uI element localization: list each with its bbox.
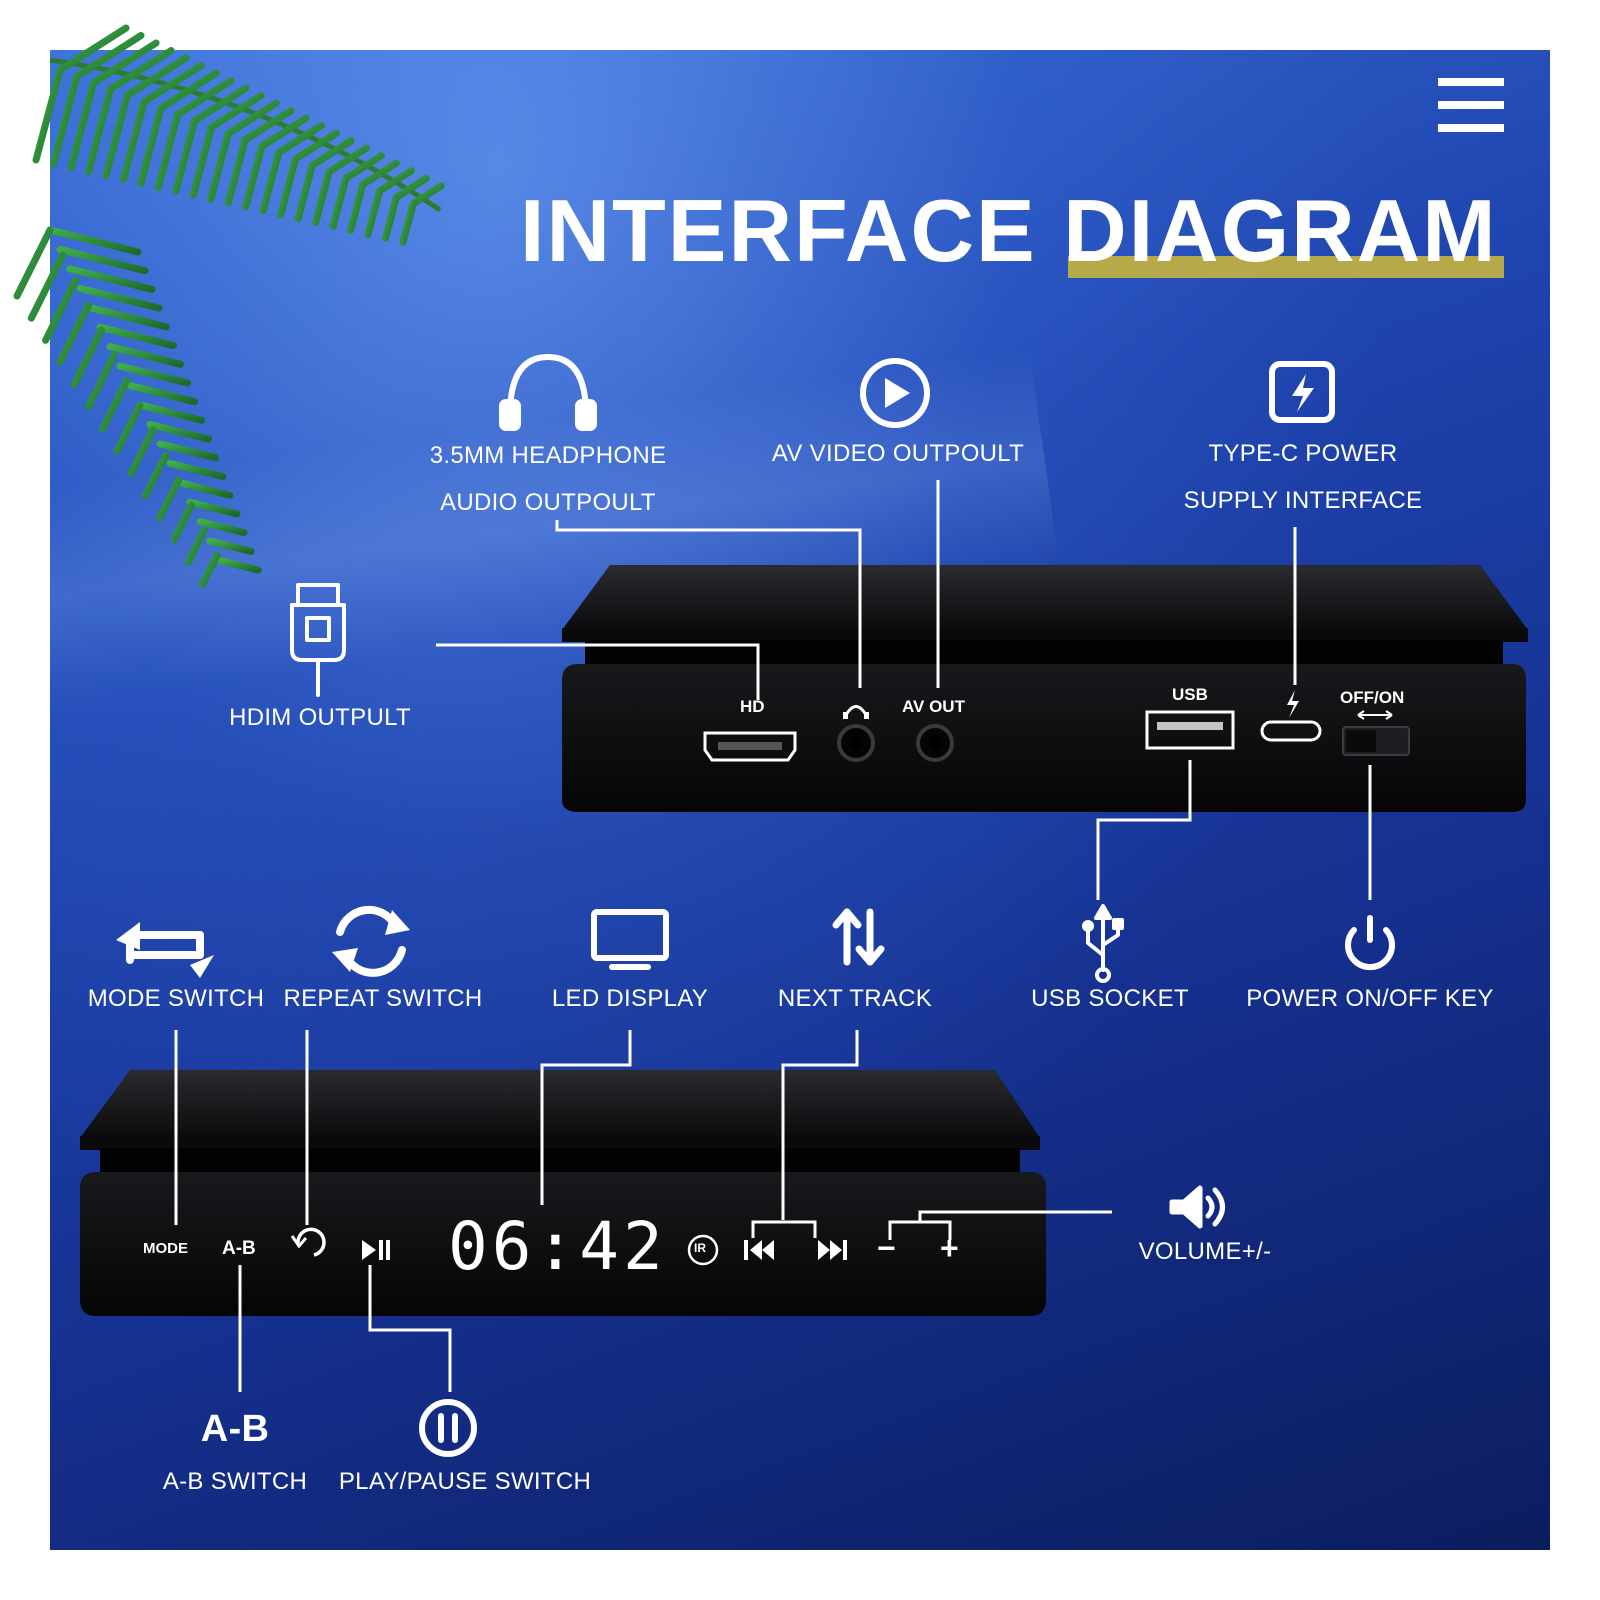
av-video-label: AV VIDEO OUTPOULT: [771, 440, 1025, 467]
ab-big-label: A-B: [200, 1408, 270, 1450]
ab-switch-label: A-B SWITCH: [162, 1468, 308, 1495]
repeat-switch-label: REPEAT SWITCH: [283, 985, 483, 1012]
volume-label: VOLUME+/-: [1138, 1238, 1272, 1265]
page-title: INTERFACE DIAGRAM: [520, 181, 1498, 280]
pause-circle-icon: [419, 1399, 477, 1457]
usb-icon: [1082, 904, 1124, 983]
speaker-icon: [1169, 1185, 1225, 1229]
rear-usb-label: USB: [1172, 685, 1208, 704]
usb-port: [1145, 710, 1235, 750]
front-ab-label: A-B: [222, 1238, 256, 1259]
hdmi-plug-icon: [290, 583, 346, 697]
play-circle-icon: [860, 358, 930, 428]
hdmi-port: [703, 731, 797, 762]
play-pause-label: PLAY/PAUSE SWITCH: [338, 1468, 592, 1495]
typec-port: [1260, 720, 1322, 742]
monitor-icon: [591, 909, 669, 970]
power-key-label: POWER ON/OFF KEY: [1246, 985, 1494, 1012]
title-underline: [1068, 256, 1504, 278]
led-display-label: LED DISPLAY: [551, 985, 709, 1012]
led-readout: 06:42: [448, 1208, 667, 1285]
front-minus-label: −: [877, 1230, 896, 1266]
typec-label-2: SUPPLY INTERFACE: [1183, 487, 1423, 514]
front-ir-label: IR: [694, 1241, 706, 1255]
rear-av-out-label: AV OUT: [902, 697, 965, 716]
repeat-icon: [332, 905, 410, 977]
mode-switch-icon: [116, 922, 214, 978]
connector-lines: [174, 480, 1372, 1392]
front-device: [80, 1070, 1046, 1316]
headphone-icon: [499, 354, 597, 431]
mode-switch-label: MODE SWITCH: [87, 985, 265, 1012]
next-track-label: NEXT TRACK: [777, 985, 933, 1012]
hdmi-label: HDIM OUTPULT: [229, 704, 411, 731]
front-mode-label: MODE: [143, 1240, 188, 1257]
hamburger-menu-icon[interactable]: [1438, 78, 1504, 134]
headphone-label-1: 3.5MM HEADPHONE: [429, 442, 667, 469]
rear-hd-label: HD: [740, 697, 765, 716]
headphone-label-2: AUDIO OUTPOULT: [440, 489, 656, 516]
rear-off-on-label: OFF/ON: [1340, 688, 1405, 707]
up-down-arrows-icon: [832, 908, 885, 966]
typec-label-1: TYPE-C POWER: [1208, 440, 1398, 467]
rear-device: [562, 565, 1528, 812]
lightning-icon: [1269, 361, 1335, 423]
usb-socket-label: USB SOCKET: [1031, 985, 1189, 1012]
power-icon: [1345, 915, 1395, 971]
front-plus-label: +: [940, 1230, 959, 1266]
